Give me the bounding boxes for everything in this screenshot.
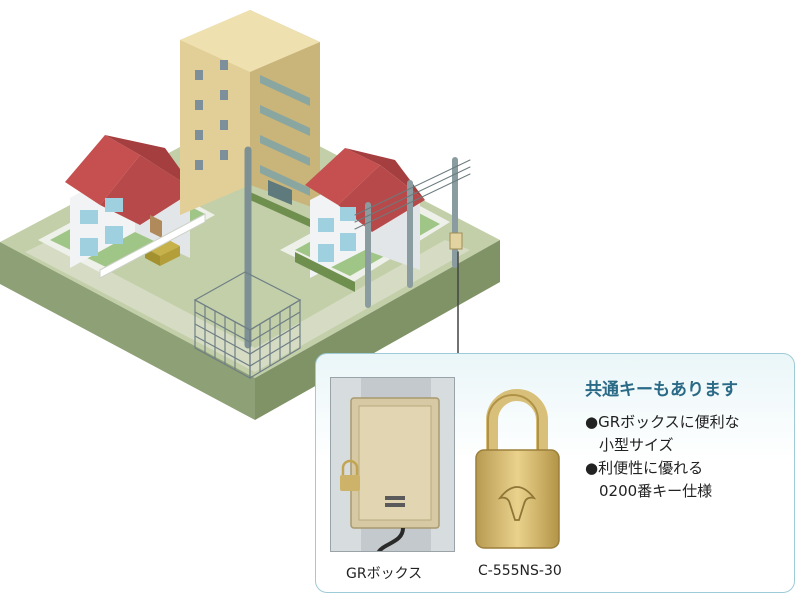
keyhole-icon [497, 486, 537, 521]
gr-box-caption: GRボックス [346, 566, 423, 582]
feature-2-line-2: 0200番キー仕様 [599, 482, 713, 500]
callout-heading: 共通キーもあります [585, 380, 738, 400]
feature-2-line-1: ●利便性に優れる [585, 459, 704, 477]
utility-poles [244, 146, 471, 356]
padlock-icon [340, 459, 360, 491]
feature-list: ●GRボックスに便利な 小型サイズ ●利便性に優れる 0200番キー仕様 [585, 411, 740, 503]
padlock-model-caption: C-555NS-30 [478, 563, 562, 579]
left-house [38, 135, 215, 279]
gr-box-photo [330, 377, 455, 552]
feature-1-line-1: ●GRボックスに便利な [585, 413, 740, 431]
feature-1-line-2: 小型サイズ [599, 436, 674, 454]
mesh-cage [193, 271, 302, 380]
brass-padlock-image [475, 389, 560, 549]
apartment-building [180, 10, 330, 236]
